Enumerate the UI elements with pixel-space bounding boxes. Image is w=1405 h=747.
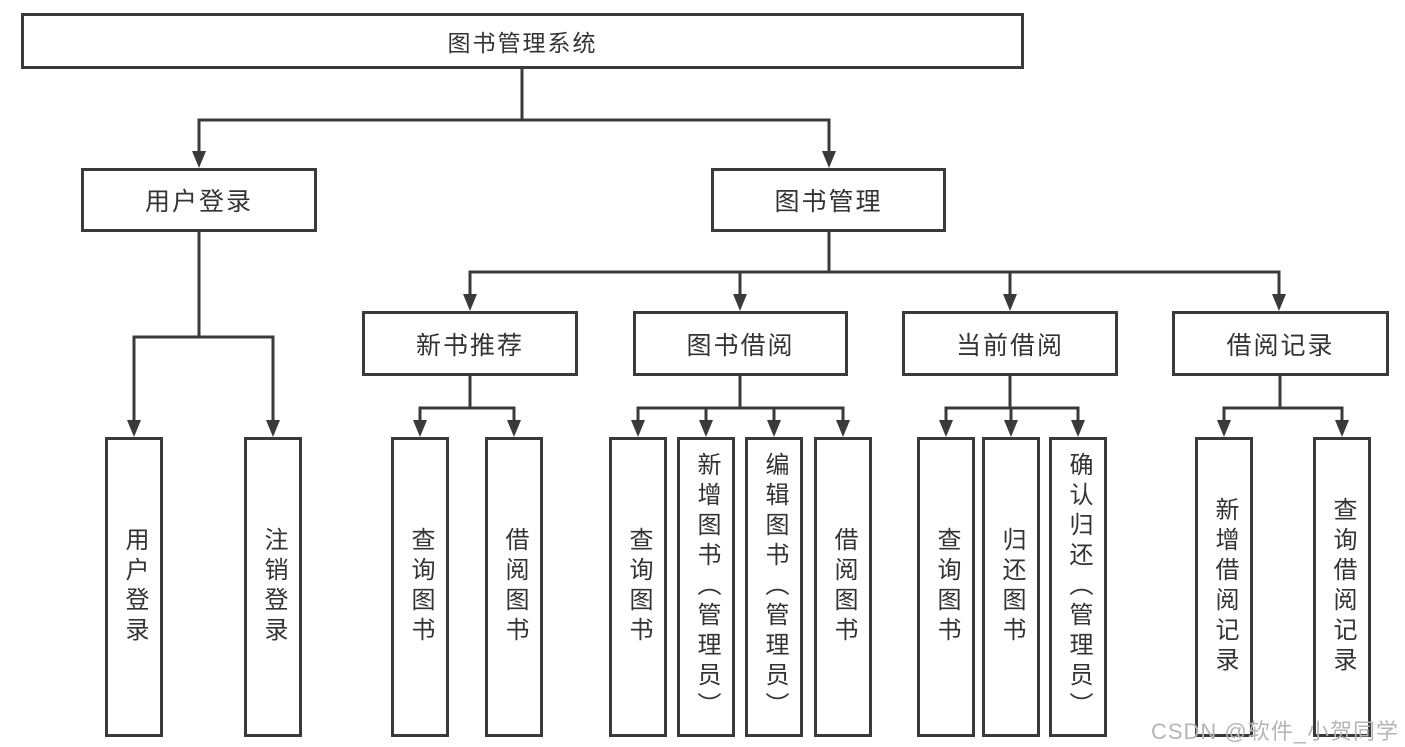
leaf-logout-label: 注销登录 <box>260 527 287 647</box>
leaf-newbook-borrow-label: 借阅图书 <box>501 527 528 647</box>
leaf-newbook-query: 查询图书 <box>391 437 449 737</box>
node-borrowing-label: 图书借阅 <box>686 331 795 360</box>
leaf-current-return: 归还图书 <box>982 437 1040 737</box>
node-user-login: 用户登录 <box>81 168 317 232</box>
node-root-label: 图书管理系统 <box>447 30 598 56</box>
leaf-borrowing-edit-label: 编辑图书（管理员） <box>761 452 788 722</box>
node-book-mgmt-label: 图书管理 <box>774 188 883 216</box>
leaf-borrowing-borrow: 借阅图书 <box>814 437 872 737</box>
connector-new-book-split <box>418 376 516 421</box>
node-new-book: 新书推荐 <box>362 311 578 376</box>
connector-records-split <box>1222 376 1344 421</box>
node-current: 当前借阅 <box>902 311 1118 376</box>
connector-current-split <box>944 376 1080 421</box>
leaf-current-query-label: 查询图书 <box>933 527 960 647</box>
leaf-current-query: 查询图书 <box>917 437 975 737</box>
node-new-book-label: 新书推荐 <box>415 331 524 360</box>
leaf-user-login-label: 用户登录 <box>121 527 148 647</box>
arrowheads <box>127 151 1349 437</box>
leaf-borrowing-query-label: 查询图书 <box>625 527 652 647</box>
leaf-logout: 注销登录 <box>244 437 302 737</box>
connector-root-split <box>197 69 831 152</box>
node-root: 图书管理系统 <box>21 13 1024 69</box>
connector-book-mgmt-split <box>468 232 1281 295</box>
leaf-user-login: 用户登录 <box>105 437 163 737</box>
leaf-records-add-label: 新增借阅记录 <box>1211 497 1238 677</box>
leaf-current-confirm-label: 确认归还（管理员） <box>1065 452 1092 722</box>
leaf-borrowing-add: 新增图书（管理员） <box>677 437 735 737</box>
node-current-label: 当前借阅 <box>955 331 1064 360</box>
leaf-borrowing-borrow-label: 借阅图书 <box>830 527 857 647</box>
leaf-newbook-borrow: 借阅图书 <box>485 437 543 737</box>
node-user-login-label: 用户登录 <box>144 188 253 216</box>
leaf-records-add: 新增借阅记录 <box>1195 437 1253 737</box>
node-book-mgmt: 图书管理 <box>711 168 946 232</box>
leaf-current-confirm: 确认归还（管理员） <box>1049 437 1107 737</box>
leaf-current-return-label: 归还图书 <box>998 527 1025 647</box>
node-records-label: 借阅记录 <box>1226 331 1335 360</box>
leaf-borrowing-edit: 编辑图书（管理员） <box>745 437 803 737</box>
leaf-records-query-label: 查询借阅记录 <box>1329 497 1356 677</box>
watermark-text: CSDN @软件_小贺同学 <box>1150 719 1399 744</box>
connector-borrowing-split <box>636 376 845 421</box>
node-records: 借阅记录 <box>1172 311 1389 376</box>
leaf-records-query: 查询借阅记录 <box>1313 437 1371 737</box>
leaf-newbook-query-label: 查询图书 <box>407 527 434 647</box>
connector-user-login-split <box>132 232 275 421</box>
leaf-borrowing-add-label: 新增图书（管理员） <box>693 452 720 722</box>
node-borrowing: 图书借阅 <box>633 311 848 376</box>
leaf-borrowing-query: 查询图书 <box>609 437 667 737</box>
